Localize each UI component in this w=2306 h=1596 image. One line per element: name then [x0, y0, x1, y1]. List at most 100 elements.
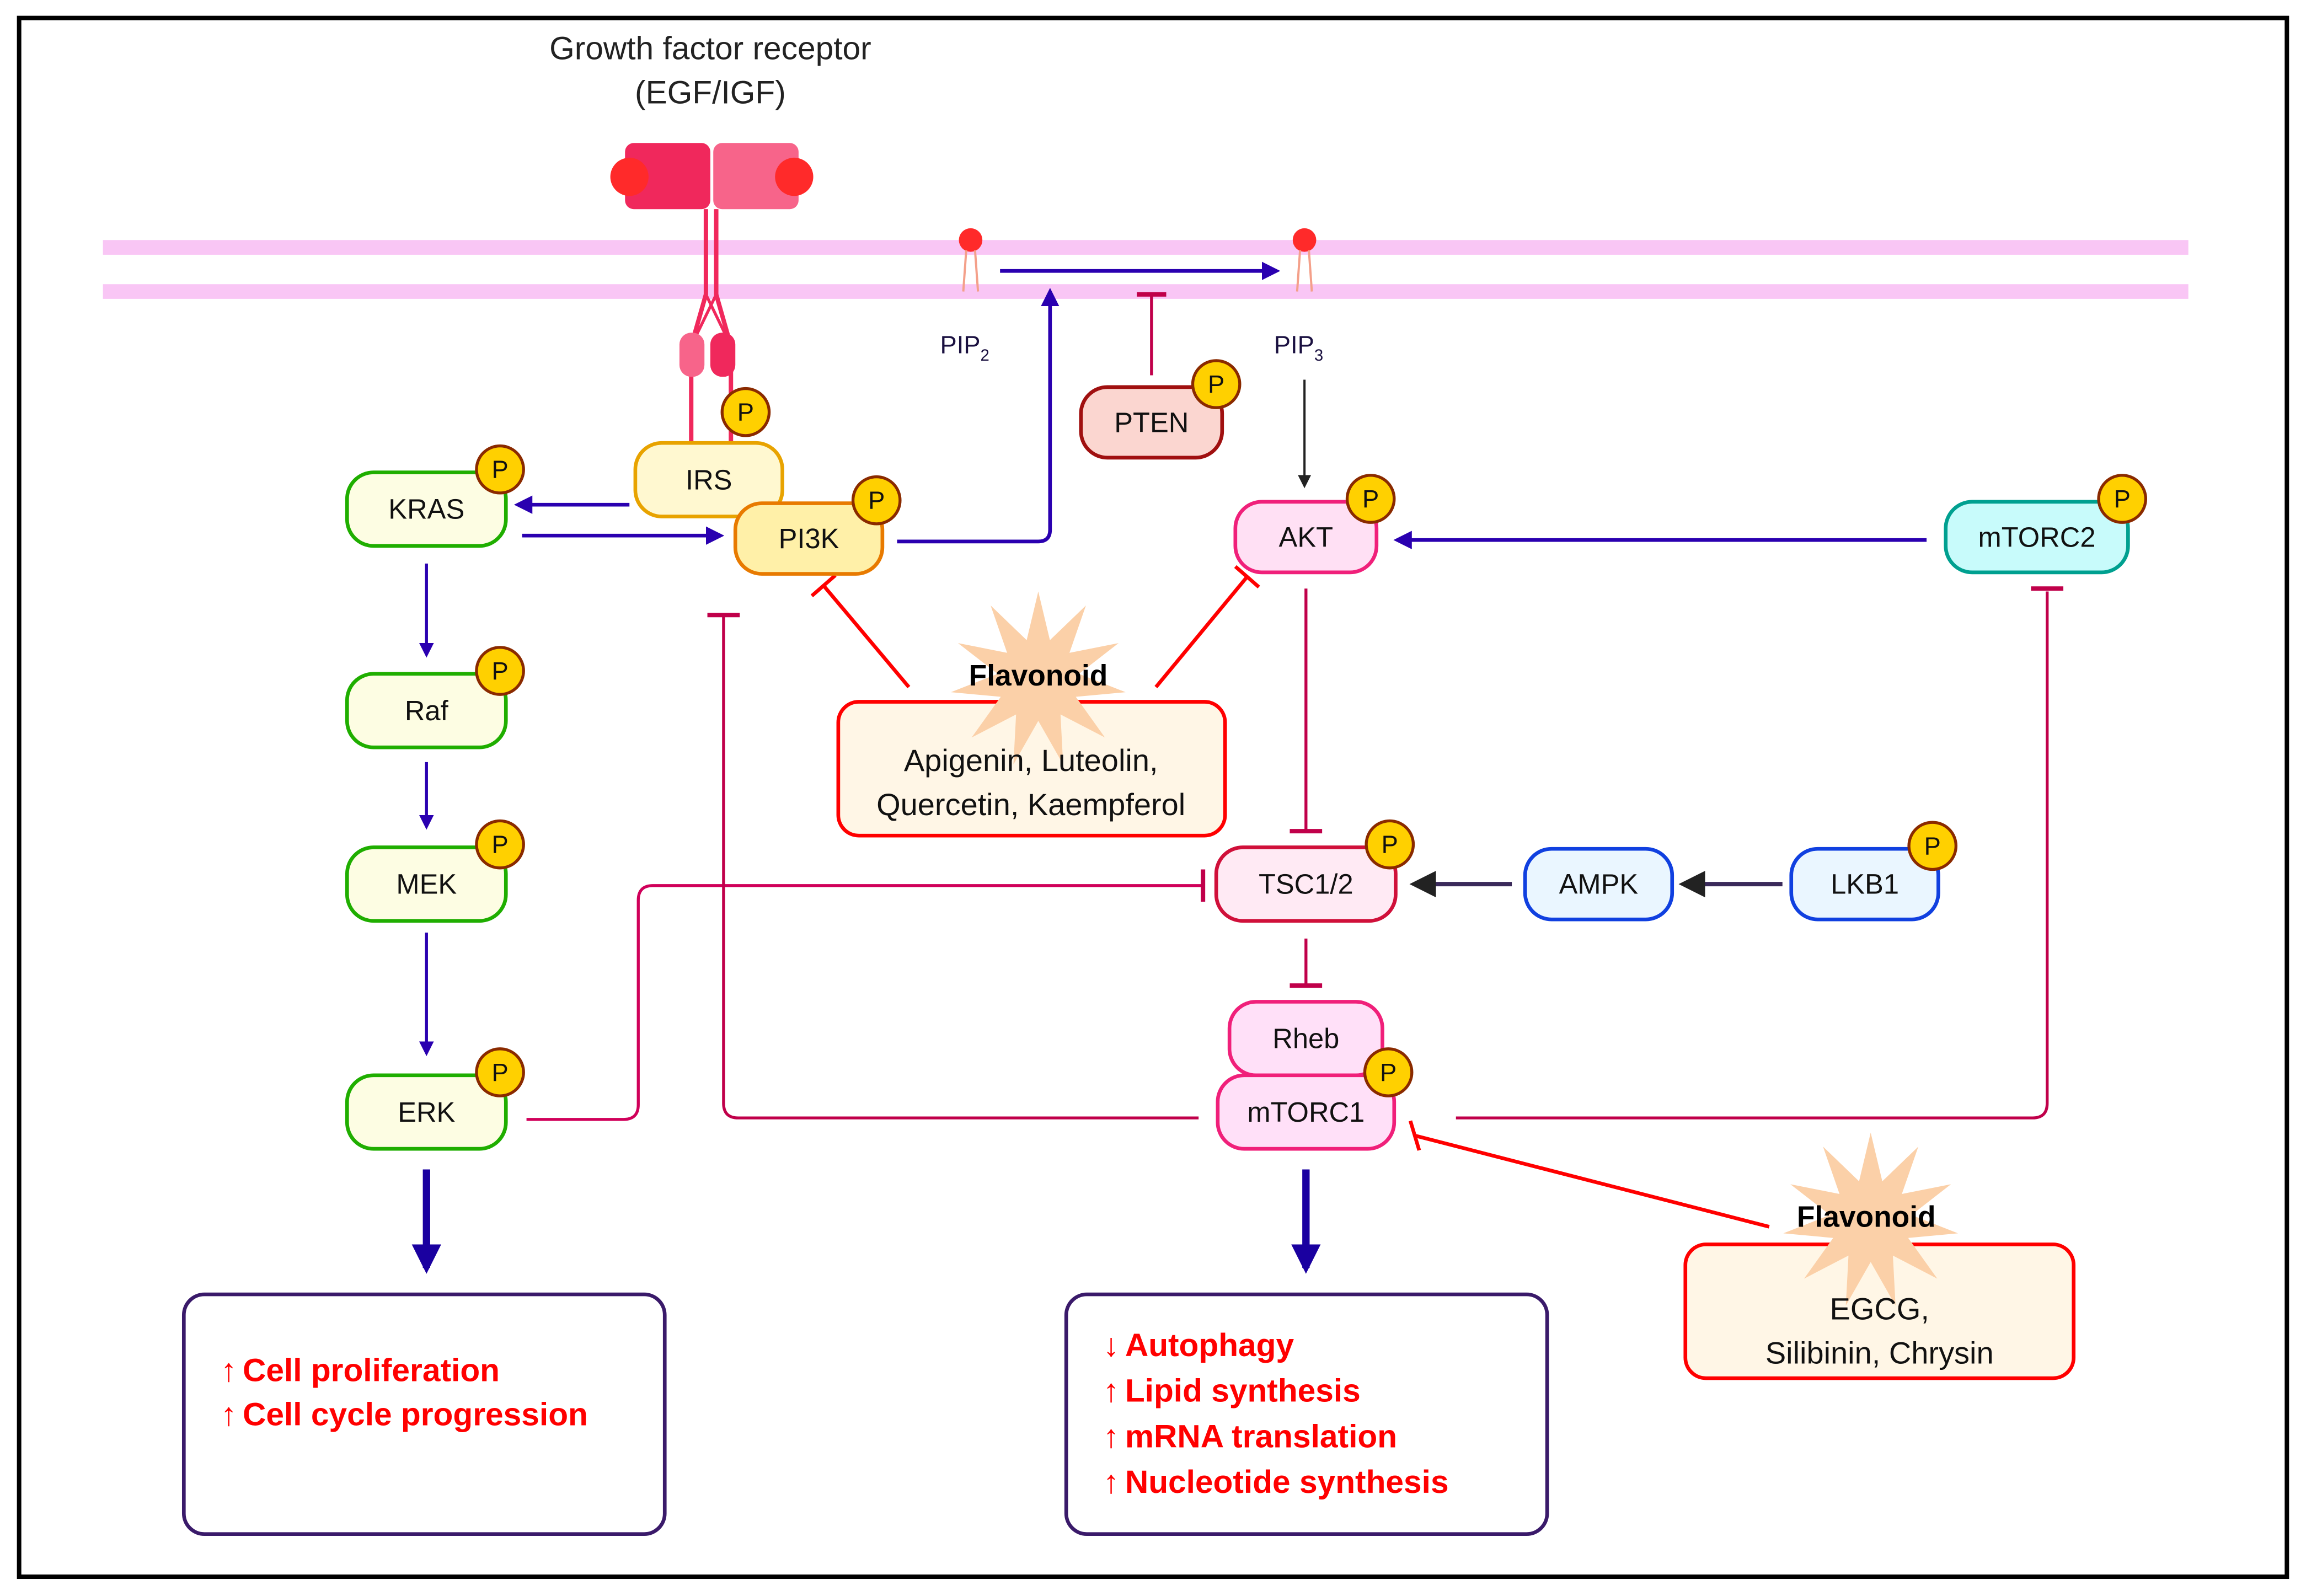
edge-mtorc1-inhibits-mtorc2: [1456, 591, 2049, 1120]
node-kras: KRAS P: [345, 444, 525, 548]
flavonoid-1-line-2: Quercetin, Kaempferol: [876, 787, 1185, 822]
node-mtorc2-label: mTORC2: [1978, 521, 2096, 553]
node-rheb-label: Rheb: [1272, 1023, 1339, 1054]
phosphate-label: P: [491, 1058, 508, 1086]
phosphate-icon: [1191, 359, 1242, 409]
phosphate-label: P: [737, 398, 754, 426]
mtorc1-outcomes-box: ↓Autophagy ↑Lipid synthesis ↑mRNA transl…: [1064, 1292, 1549, 1536]
flavonoid-2-title: Flavonoid: [1797, 1201, 1936, 1233]
node-raf-box: [345, 672, 508, 749]
flavonoid-box-1: Flavonoid Apigenin, Luteolin, Quercetin,…: [836, 591, 1227, 838]
cell-membrane: [103, 240, 2189, 299]
node-akt: AKT P: [1233, 474, 1396, 575]
node-tsc-box: [1214, 845, 1398, 923]
node-raf-label: Raf: [405, 695, 449, 726]
node-tsc: TSC1/2 P: [1214, 819, 1415, 923]
pip3-lipid-icon: [1292, 228, 1317, 292]
node-ampk-box: [1523, 847, 1674, 922]
flavonoid-box-2: Flavonoid EGCG, Silibinin, Chrysin: [1683, 1132, 2076, 1380]
node-irs: IRS: [633, 441, 784, 518]
outcome-item: ↑Lipid synthesis: [1103, 1373, 1361, 1409]
node-erk-label: ERK: [398, 1096, 455, 1128]
node-irs-label: IRS: [686, 464, 732, 495]
phosphate-label: P: [1362, 485, 1379, 513]
flavonoid-burst-icon: [951, 591, 1126, 765]
outcome-item: ↑Cell proliferation: [221, 1352, 500, 1388]
node-pi3k: PI3K P: [733, 475, 902, 576]
phosphate-icon: [1345, 474, 1396, 524]
outcome-item: ↑Cell cycle progression: [221, 1396, 588, 1432]
outcome-item: ↑mRNA translation: [1103, 1418, 1397, 1454]
outcome-item: ↓Autophagy: [1103, 1327, 1294, 1363]
phosphate-label: P: [491, 657, 508, 685]
edge-mtorc1-feedback-inhibits-irs: [722, 615, 1199, 1120]
phosphate-icon: [475, 444, 525, 495]
node-ampk-label: AMPK: [1559, 869, 1639, 900]
node-raf: Raf P: [345, 646, 525, 749]
phosphate-icon: [2097, 474, 2148, 524]
node-tsc-label: TSC1/2: [1259, 869, 1353, 900]
node-mtorc2: mTORC2 P: [1944, 474, 2148, 575]
node-mtorc1-label: mTORC1: [1247, 1096, 1365, 1128]
edge-pi3k-to-pip: [897, 287, 1060, 544]
phosphate-label: P: [1380, 1058, 1397, 1086]
flavonoid-2-line-2: Silibinin, Chrysin: [1765, 1335, 1994, 1370]
node-pten-label: PTEN: [1114, 406, 1189, 438]
phosphate-icon: [1363, 1047, 1414, 1097]
phosphate-label: P: [1924, 832, 1941, 860]
edge-flavonoid-inhibits-pi3k: [822, 584, 911, 688]
node-erk: ERK P: [345, 1047, 525, 1151]
node-lkb1: LKB1 P: [1789, 821, 1958, 922]
pip3-label: PIP3: [1274, 331, 1323, 365]
phosphate-icon: [475, 1047, 525, 1097]
node-lkb1-box: [1789, 847, 1940, 922]
growth-factor-receptor-icon: [610, 143, 814, 442]
phosphate-label: P: [2114, 485, 2131, 513]
edge-erk-inhibits-tsc: [526, 884, 1203, 1121]
node-lkb1-label: LKB1: [1831, 869, 1899, 900]
phosphate-label: P: [491, 831, 508, 859]
phosphate-icon: [475, 819, 525, 870]
receptor-title: Growth factor receptor: [549, 30, 871, 66]
phosphate-icon: [475, 646, 525, 696]
node-mtorc2-box: [1944, 500, 2130, 575]
node-mek: MEK P: [345, 819, 525, 923]
node-pten-box: [1079, 385, 1224, 460]
membrane-outer-leaflet: [103, 240, 2189, 255]
node-mtorc1: mTORC1 P: [1216, 1047, 1414, 1151]
phosphate-icon: [851, 475, 902, 526]
node-mek-box: [345, 845, 508, 923]
phosphate-label: P: [1382, 831, 1398, 859]
node-akt-label: AKT: [1279, 521, 1334, 553]
irs-receptor-phosphate: P: [720, 387, 771, 437]
node-kras-box: [345, 470, 508, 548]
node-pi3k-label: PI3K: [779, 523, 839, 554]
protein-nodes: KRASPRafPMEKPERKPIRSPI3KPPTENPAKTPmTORC2…: [345, 359, 2148, 1151]
phosphate-label: P: [1208, 370, 1224, 398]
node-akt-box: [1233, 500, 1379, 575]
flavonoid-burst-icon: [1783, 1132, 1959, 1306]
flavonoid-2-line-1: EGCG,: [1830, 1291, 1929, 1326]
edge-flavonoid-inhibits-akt: [1154, 575, 1249, 688]
erk-outcomes-box: ↑Cell proliferation ↑Cell cycle progress…: [181, 1292, 667, 1536]
node-irs-box: [633, 441, 784, 518]
node-rheb: Rheb: [1227, 1000, 1384, 1078]
phosphate-icon: [1907, 821, 1958, 871]
node-mtorc1-box: [1216, 1073, 1397, 1151]
phosphate-label: P: [868, 486, 885, 515]
node-erk-box: [345, 1073, 508, 1151]
phosphate-label: P: [491, 456, 508, 484]
pip2-label: PIP2: [940, 331, 989, 365]
flavonoid-1-line-1: Apigenin, Luteolin,: [904, 743, 1158, 778]
node-mek-label: MEK: [396, 869, 457, 900]
pathway-edges: [411, 261, 2064, 1274]
receptor-subtitle: (EGF/IGF): [635, 74, 786, 110]
node-pten: PTEN P: [1079, 359, 1242, 460]
flavonoid-1-title: Flavonoid: [969, 660, 1108, 692]
node-ampk: AMPK: [1523, 847, 1674, 922]
node-kras-label: KRAS: [388, 494, 464, 525]
edge-flavonoid-inhibits-mtorc1: [1414, 1133, 1770, 1229]
phosphate-icon: [720, 387, 771, 437]
